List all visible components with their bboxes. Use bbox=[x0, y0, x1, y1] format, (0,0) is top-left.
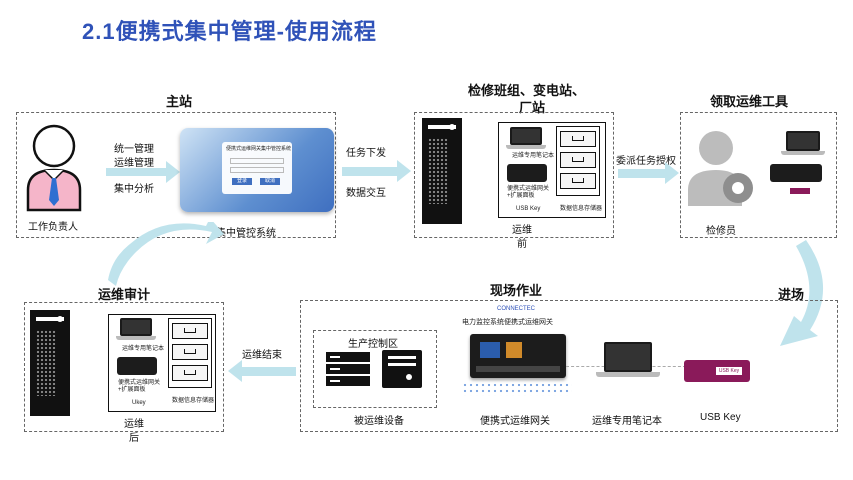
usb-key-chip: USB Key bbox=[716, 367, 742, 375]
login-button[interactable]: 登录 bbox=[232, 178, 252, 185]
gateway-device-icon bbox=[470, 334, 566, 378]
device-label: 被运维设备 bbox=[354, 416, 404, 427]
field-work-label: 现场作业 bbox=[490, 283, 543, 298]
laptop-base bbox=[781, 151, 825, 155]
maint-team-label-2: 厂站 bbox=[519, 100, 546, 115]
password-field[interactable] bbox=[230, 167, 284, 173]
person-manager-label: 工作负责人 bbox=[28, 222, 78, 233]
audit-kit-box bbox=[108, 314, 216, 412]
device-tower-icon bbox=[382, 350, 422, 388]
tools-box bbox=[680, 112, 837, 238]
gateway-icon bbox=[507, 164, 547, 182]
action-ops-mgmt: 运维管理 bbox=[114, 158, 154, 169]
field-work-box bbox=[300, 300, 838, 432]
main-station-box bbox=[16, 112, 336, 238]
server-tower-icon bbox=[30, 310, 70, 416]
kit-item-gateway: 便携式运维网关+扩展面板 bbox=[507, 186, 550, 199]
main-station-label: 主站 bbox=[166, 94, 193, 109]
gateway-icon bbox=[117, 357, 157, 375]
flow-ops-end: 运维结束 bbox=[242, 350, 282, 361]
audit-item-gateway: 便携式运维网关+扩展面板 bbox=[118, 380, 161, 393]
login-panel: 便携式运维网关集中管控系统 登录 取消 bbox=[222, 142, 292, 194]
kit-item-storage: 数据信息存储器 bbox=[560, 206, 603, 212]
ctrl-zone-box bbox=[313, 330, 437, 408]
gateway-brand: CONNECTEC bbox=[497, 306, 536, 312]
gateway-label: 便携式运维网关 bbox=[480, 416, 550, 427]
gateway-spec-dots bbox=[462, 382, 572, 396]
flow-data-exchange: 数据交互 bbox=[346, 188, 386, 199]
flow-enter-arrow bbox=[780, 240, 824, 346]
maint-team-box bbox=[414, 112, 614, 238]
arrow-shaft bbox=[106, 168, 168, 176]
audit-item-laptop: 运维专用笔记本 bbox=[122, 346, 165, 352]
flow-delegate-auth: 委派任务授权 bbox=[616, 156, 676, 167]
audit-after-caption: 运维后 bbox=[124, 419, 144, 444]
flow-task-dispatch: 任务下发 bbox=[346, 148, 386, 159]
flow-enter-label: 进场 bbox=[778, 287, 805, 302]
usb-key-device-icon: USB Key bbox=[684, 360, 750, 382]
usb-key-icon bbox=[790, 188, 810, 194]
rack-server-icon bbox=[326, 352, 370, 386]
login-panel-title: 便携式运维网关集中管控系统 bbox=[226, 146, 292, 152]
technician-icon bbox=[688, 131, 753, 206]
ops-laptop-label: 运维专用笔记本 bbox=[592, 416, 662, 427]
audit-box bbox=[24, 302, 224, 432]
flow-return-arrow bbox=[108, 222, 224, 286]
laptop-icon bbox=[510, 127, 542, 145]
cancel-button[interactable]: 取消 bbox=[260, 178, 280, 185]
gateway-icon bbox=[770, 164, 822, 182]
usb-key-label: USB Key bbox=[700, 412, 741, 423]
technician-label: 检修员 bbox=[706, 226, 736, 237]
audit-label: 运维审计 bbox=[98, 287, 151, 302]
username-field[interactable] bbox=[230, 158, 284, 164]
laptop-icon bbox=[786, 131, 820, 151]
server-tower-icon bbox=[422, 118, 462, 224]
action-central-analysis: 集中分析 bbox=[114, 184, 154, 195]
maint-team-label-1: 检修班组、变电站、 bbox=[468, 83, 586, 98]
laptop-icon bbox=[120, 318, 152, 336]
arrow-head bbox=[665, 162, 679, 184]
action-unified-mgmt: 统一管理 bbox=[114, 144, 154, 155]
kit-item-usbkey: USB Key bbox=[516, 206, 541, 212]
central-system-screen: 便携式运维网关集中管控系统 登录 取消 bbox=[180, 128, 334, 212]
storage-cabinet-icon bbox=[168, 318, 212, 388]
audit-item-storage: 数据信息存储器 bbox=[172, 398, 215, 404]
central-system-label: 集中管控系统 bbox=[216, 228, 276, 239]
arrow-head bbox=[228, 360, 242, 382]
storage-cabinet-icon bbox=[556, 126, 600, 196]
gateway-title: 电力监控系统便携式运维网关 bbox=[462, 319, 553, 326]
tools-label: 领取运维工具 bbox=[710, 94, 789, 109]
arrow-head bbox=[166, 161, 180, 183]
arrow-head bbox=[397, 160, 411, 182]
kit-box bbox=[498, 122, 606, 218]
arrow-shaft bbox=[342, 167, 398, 176]
person-manager-icon bbox=[26, 124, 82, 212]
ctrl-zone-label: 生产控制区 bbox=[348, 339, 398, 350]
page-title: 2.1便携式集中管理-使用流程 bbox=[82, 19, 377, 44]
maint-before-caption: 运维前 bbox=[512, 225, 532, 250]
arrow-shaft bbox=[618, 169, 666, 178]
kit-item-laptop: 运维专用笔记本 bbox=[512, 153, 555, 159]
laptop-base bbox=[506, 145, 546, 149]
arrow-shaft bbox=[242, 367, 296, 376]
ops-laptop-base bbox=[596, 372, 660, 377]
laptop-base bbox=[116, 336, 156, 340]
ops-laptop-icon bbox=[604, 342, 652, 372]
audit-item-ukey: Ukey bbox=[132, 400, 146, 406]
